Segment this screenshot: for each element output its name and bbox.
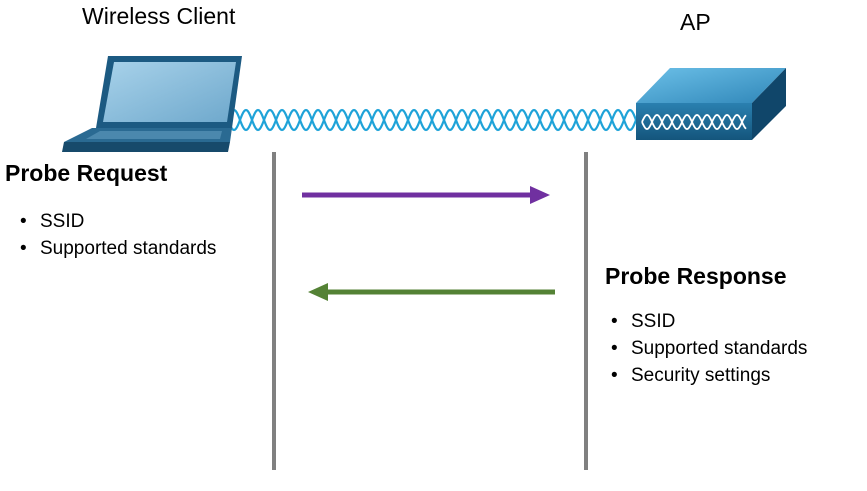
ap-label: AP (680, 9, 711, 35)
probe-request-arrow (302, 186, 550, 204)
list-item: Supported standards (609, 335, 807, 362)
probe-request-heading: Probe Request (5, 160, 168, 186)
probe-response-arrow (308, 283, 555, 301)
list-item: Security settings (609, 362, 807, 389)
wireless-signal-wave (226, 108, 641, 132)
access-point-icon (636, 68, 786, 140)
list-item: SSID (18, 208, 216, 235)
list-item: SSID (609, 308, 807, 335)
probe-response-heading: Probe Response (605, 263, 787, 289)
probe-response-list: SSID Supported standards Security settin… (609, 308, 807, 389)
wireless-client-label: Wireless Client (82, 3, 236, 29)
probe-request-list: SSID Supported standards (18, 208, 216, 262)
list-item: Supported standards (18, 235, 216, 262)
laptop-icon (62, 56, 242, 152)
